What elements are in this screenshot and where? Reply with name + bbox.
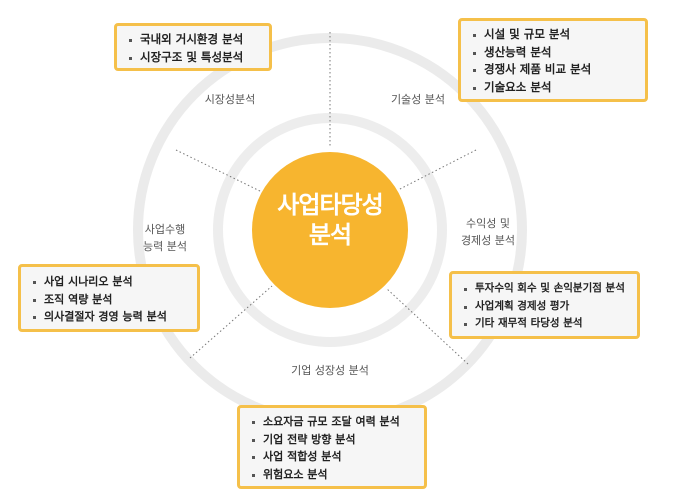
execution-box: 사업 시나리오 분석 조직 역량 분석 의사결절자 경영 능력 분석 xyxy=(18,264,200,332)
list-item: 의사결절자 경영 능력 분석 xyxy=(31,308,189,326)
list-item: 시설 및 규모 분석 xyxy=(471,26,637,44)
list-item: 위험요소 분석 xyxy=(250,466,416,484)
center-circle xyxy=(252,152,408,308)
center-title-line2: 분석 xyxy=(308,221,352,249)
profitability-box: 투자수익 회수 및 손익분기점 분석 사업계획 경제성 평가 기타 재무적 타당… xyxy=(449,271,640,339)
market-box: 국내외 거시환경 분석 시장구조 및 특성분석 xyxy=(114,23,272,71)
divider-upper-right xyxy=(397,149,477,191)
center-title-line1: 사업타당성 xyxy=(277,191,383,219)
list-item: 사업계획 경제성 평가 xyxy=(462,298,629,316)
divider-lower-right xyxy=(385,287,469,365)
list-item: 시장구조 및 특성분석 xyxy=(127,49,261,67)
list-item: 투자수익 회수 및 손익분기점 분석 xyxy=(462,280,629,298)
list-item: 사업 적합성 분석 xyxy=(250,448,416,466)
technology-box: 시설 및 규모 분석 생산능력 분석 경쟁사 제품 비교 분석 기술요소 분석 xyxy=(458,18,648,102)
profitability-label-line1: 수익성 및 xyxy=(466,217,510,230)
execution-label-line1: 사업수행 xyxy=(144,223,186,236)
list-item: 소요자금 규모 조달 여력 분석 xyxy=(250,413,416,431)
execution-label-line2: 능력 분석 xyxy=(143,240,187,253)
list-item: 기타 재무적 타당성 분석 xyxy=(462,315,629,333)
list-item: 기업 전략 방향 분석 xyxy=(250,431,416,449)
list-item: 국내외 거시환경 분석 xyxy=(127,31,261,49)
list-item: 조직 역량 분석 xyxy=(31,291,189,309)
inner-ring xyxy=(213,113,447,347)
technology-label: 기술성 분석 xyxy=(390,93,446,106)
list-item: 생산능력 분석 xyxy=(471,44,637,62)
list-item: 사업 시나리오 분석 xyxy=(31,273,189,291)
market-label: 시장성분석 xyxy=(204,93,256,106)
list-item: 경쟁사 제품 비교 분석 xyxy=(471,61,637,79)
profitability-label: 수익성 및 경제성 분석 xyxy=(448,215,528,249)
center-title: 사업타당성 분석 xyxy=(255,190,405,250)
execution-label: 사업수행 능력 분석 xyxy=(125,221,205,255)
list-item: 기술요소 분석 xyxy=(471,79,637,97)
growth-label: 기업 성장성 분석 xyxy=(291,364,369,377)
profitability-label-line2: 경제성 분석 xyxy=(460,234,516,247)
growth-box: 소요자금 규모 조달 여력 분석 기업 전략 방향 분석 사업 적합성 분석 위… xyxy=(237,405,427,489)
